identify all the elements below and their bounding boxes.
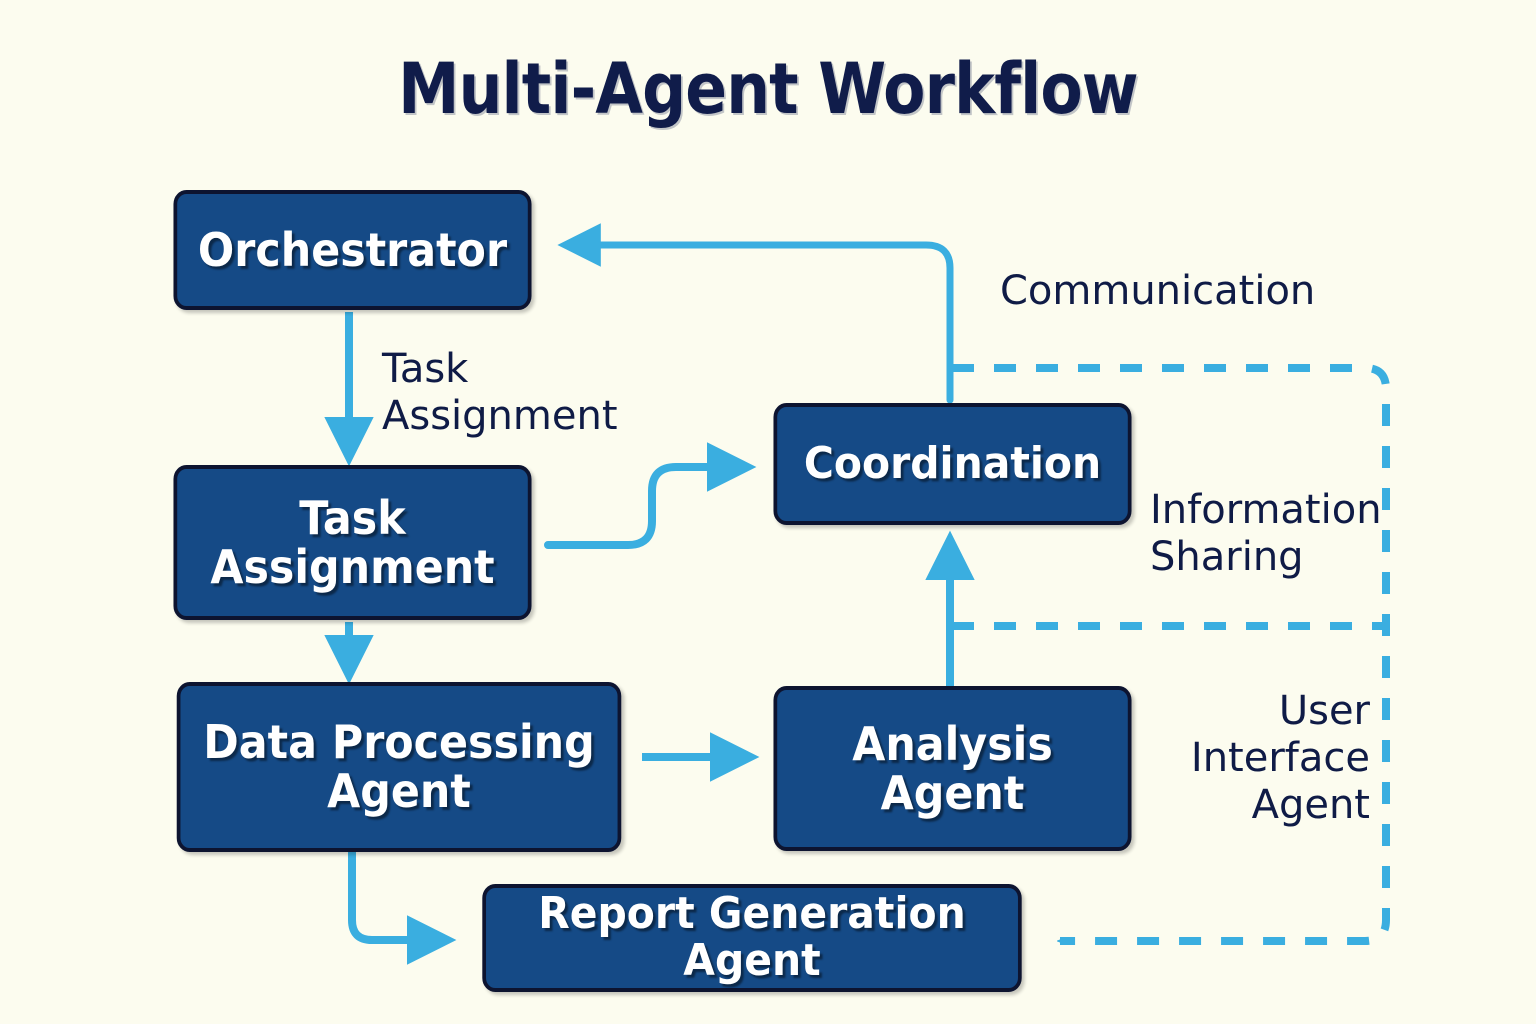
edge-task-to-coordination bbox=[544, 442, 757, 549]
node-data-processing-agent[interactable]: Data Processing Agent bbox=[176, 682, 622, 852]
page-title: Multi-Agent Workflow bbox=[398, 48, 1139, 130]
edge-label-task-assignment: Task Assignment bbox=[382, 346, 618, 440]
edge-label-communication: Communication bbox=[1000, 268, 1316, 314]
edge-label-information-sharing: Information Sharing bbox=[1150, 487, 1382, 581]
node-coordination[interactable]: Coordination bbox=[773, 403, 1132, 525]
edge-label-user-interface-agent: User Interface Agent bbox=[1190, 688, 1370, 829]
node-task-assignment[interactable]: Task Assignment bbox=[173, 465, 532, 620]
node-report-generation-agent[interactable]: Report Generation Agent bbox=[482, 884, 1022, 992]
edge-coordination-to-orchestrator bbox=[557, 223, 954, 404]
node-orchestrator[interactable]: Orchestrator bbox=[173, 190, 532, 310]
node-analysis-agent[interactable]: Analysis Agent bbox=[773, 686, 1132, 851]
edge-dataproc-to-report bbox=[348, 848, 457, 965]
